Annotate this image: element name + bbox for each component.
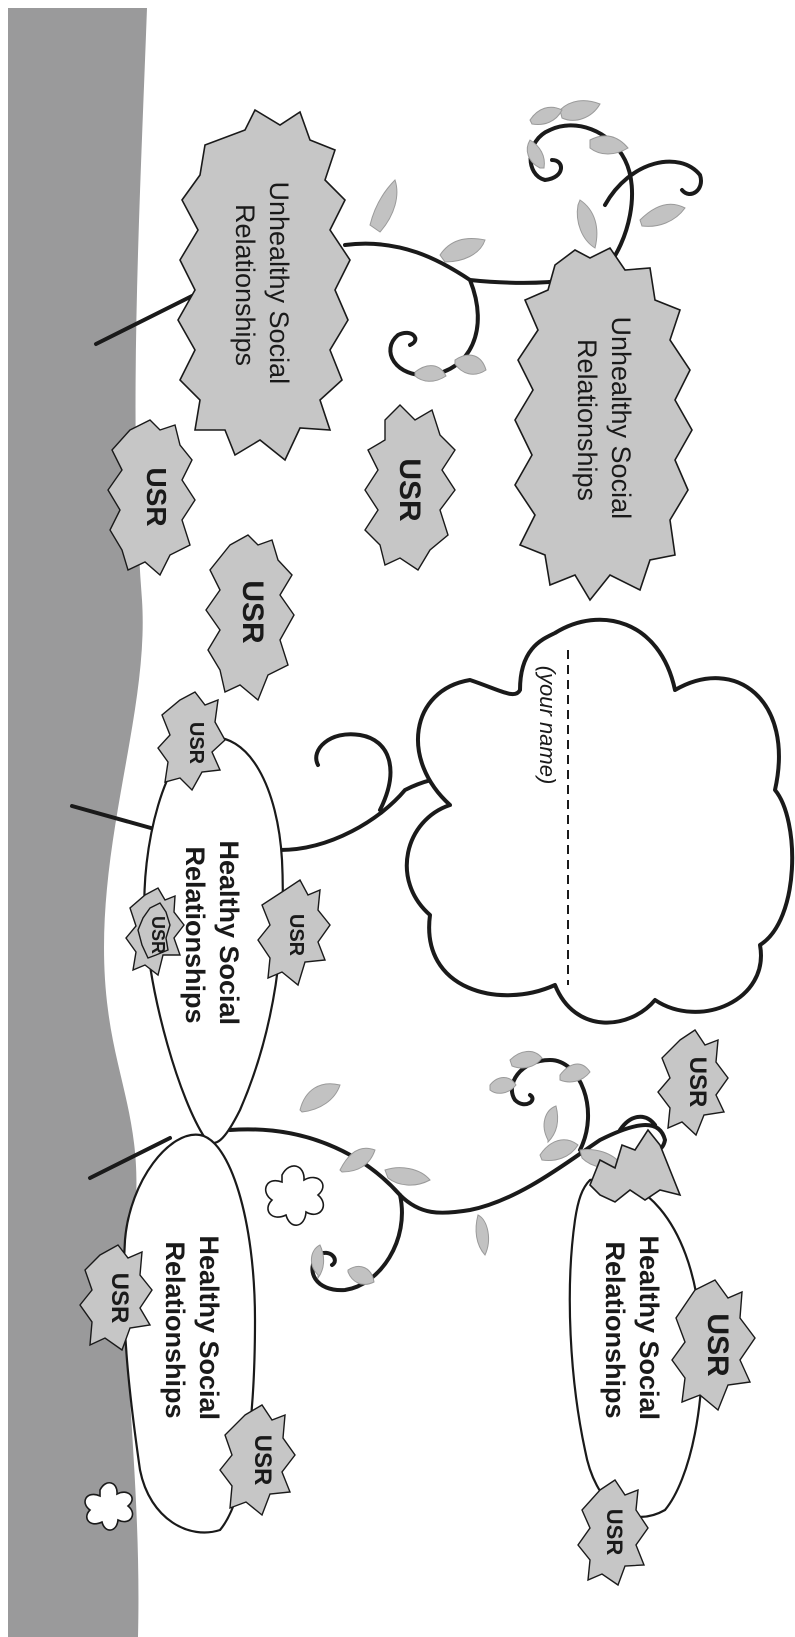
usr-cloud: USR bbox=[125, 887, 185, 977]
usr-cloud: USR bbox=[257, 878, 331, 987]
usr-label: USR bbox=[249, 1435, 276, 1486]
small-flower bbox=[84, 1482, 134, 1531]
your-name-placeholder: (your name) bbox=[535, 666, 560, 785]
root bbox=[70, 804, 160, 832]
vine-stem bbox=[603, 159, 703, 207]
usr-label: USR bbox=[684, 1057, 711, 1108]
healthy-label-line1: Healthy Social bbox=[194, 1235, 224, 1420]
svg-text:Unhealthy Social Relatio: Unhealthy Social Relationships bbox=[230, 181, 294, 388]
healthy-label-line1: Healthy Social bbox=[214, 840, 244, 1025]
usr-label: USR bbox=[148, 916, 168, 954]
usr-label: USR bbox=[393, 458, 426, 522]
usr-label: USR bbox=[701, 1313, 734, 1377]
usr-cloud: USR bbox=[577, 1479, 649, 1587]
healthy-label-line2: Relationships bbox=[160, 1241, 190, 1418]
unhealthy-label-line1: Unhealthy Social bbox=[606, 316, 636, 519]
healthy-oval-1: Healthy Social Relationships bbox=[143, 736, 284, 1144]
usr-cloud: USR bbox=[79, 1244, 153, 1352]
vine-stem bbox=[388, 278, 480, 378]
svg-text:Healthy Social Relations: Healthy Social Relationships bbox=[600, 1235, 664, 1424]
name-flower: (your name) bbox=[404, 617, 795, 1025]
healthy-label-line1: Healthy Social bbox=[634, 1235, 664, 1420]
usr-label: USR bbox=[236, 580, 269, 644]
svg-text:Healthy Social Relations: Healthy Social Relationships bbox=[180, 840, 244, 1029]
unhealthy-label-line1: Unhealthy Social bbox=[264, 181, 294, 384]
vine-leaves bbox=[369, 100, 686, 382]
root bbox=[88, 1136, 172, 1180]
vine-stem bbox=[343, 123, 635, 285]
healthy-oval-2: Healthy Social Relationships bbox=[122, 1133, 257, 1534]
healthy-oval-3: Healthy Social Relationships bbox=[568, 1128, 703, 1518]
ground-band bbox=[8, 8, 147, 1637]
usr-cloud: USR bbox=[107, 419, 196, 577]
svg-text:Healthy Social Relations: Healthy Social Relationships bbox=[160, 1235, 224, 1424]
usr-cloud: USR bbox=[671, 1279, 756, 1412]
healthy-label-line2: Relationships bbox=[180, 846, 210, 1023]
usr-cloud: USR bbox=[364, 404, 456, 571]
healthy-label-line2: Relationships bbox=[600, 1241, 630, 1418]
unhealthy-label-line2: Relationships bbox=[230, 204, 260, 366]
root bbox=[94, 290, 202, 346]
small-flower bbox=[264, 1165, 324, 1226]
vine-stem bbox=[618, 1114, 657, 1132]
usr-cloud: USR bbox=[205, 534, 295, 702]
svg-text:Unhealthy Social Relatio: Unhealthy Social Relationships bbox=[572, 316, 636, 523]
usr-label: USR bbox=[285, 914, 307, 957]
usr-label: USR bbox=[602, 1509, 627, 1556]
unhealthy-label-line2: Relationships bbox=[572, 339, 602, 501]
usr-cloud: USR bbox=[157, 691, 226, 792]
unhealthy-cloud-1: Unhealthy Social Relationships bbox=[177, 108, 351, 462]
usr-label: USR bbox=[106, 1273, 133, 1324]
vine-stem bbox=[310, 1193, 404, 1293]
vine-stem bbox=[314, 732, 393, 812]
usr-label: USR bbox=[141, 467, 172, 526]
usr-cloud: USR bbox=[657, 1029, 729, 1137]
vine-leaves bbox=[299, 1051, 623, 1285]
usr-cloud: USR bbox=[219, 1404, 296, 1517]
unhealthy-cloud-2: Unhealthy Social Relationships bbox=[514, 246, 693, 602]
usr-label: USR bbox=[185, 722, 207, 765]
